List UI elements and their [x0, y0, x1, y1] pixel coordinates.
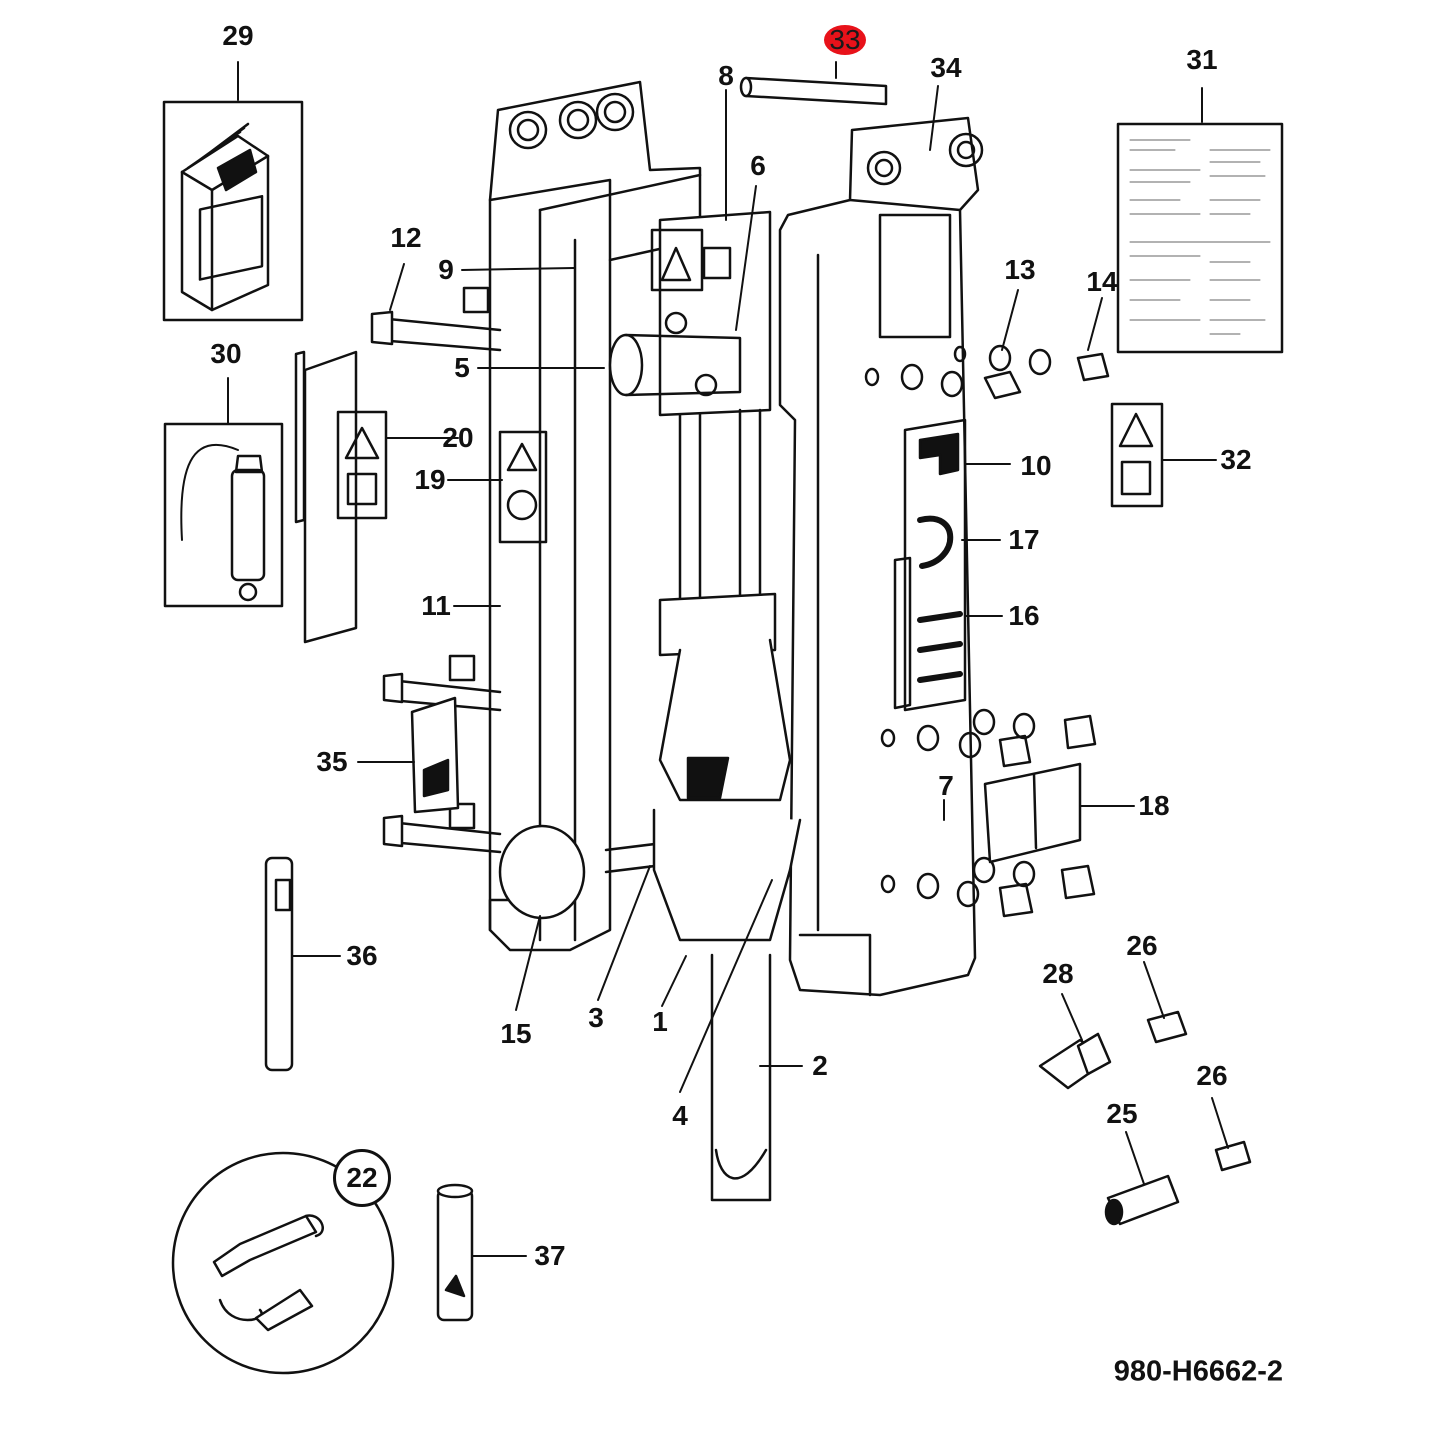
- callout-34: 34: [930, 52, 962, 83]
- callout-5: 5: [454, 352, 470, 383]
- callout-2: 2: [812, 1050, 828, 1081]
- cylinder-assembly: [608, 210, 792, 802]
- callout-37: 37: [534, 1240, 566, 1271]
- callout-15: 15: [500, 1018, 532, 1049]
- callout-32: 32: [1220, 444, 1252, 475]
- callout-30: 30: [210, 338, 242, 369]
- callout-8: 8: [718, 60, 734, 91]
- callout-26-lower: 26: [1196, 1060, 1228, 1091]
- callout-1: 1: [652, 1006, 668, 1037]
- leader-lines: [227, 61, 1229, 1257]
- callout-9: 9: [438, 254, 454, 285]
- callout-28: 28: [1042, 958, 1074, 989]
- warning-decals: [410, 402, 1164, 864]
- callout-36: 36: [346, 940, 378, 971]
- drawing-reference-code: 980-H6662-2: [1113, 1355, 1283, 1388]
- callout-18: 18: [1138, 790, 1170, 821]
- washers-and-nuts: [864, 344, 1110, 918]
- right-side-plate: [778, 116, 984, 997]
- callout-33-highlighted[interactable]: 33: [824, 25, 866, 55]
- callout-26-upper: 26: [1126, 930, 1158, 961]
- callout-14: 14: [1086, 266, 1118, 297]
- callout-3: 3: [588, 1002, 604, 1033]
- pins-and-rods: [264, 76, 888, 1322]
- callout-29: 29: [222, 20, 254, 51]
- grease-gun-box: [163, 422, 284, 608]
- callout-20: 20: [442, 422, 474, 453]
- callout-7: 7: [938, 770, 954, 801]
- callout-17: 17: [1008, 524, 1040, 555]
- callout-11: 11: [421, 590, 451, 621]
- certificate-sheet: [1116, 122, 1284, 354]
- callout-13: 13: [1004, 254, 1036, 285]
- bolts: [370, 286, 502, 854]
- decal-sheet: [294, 350, 388, 644]
- hydraulic-fittings: [1038, 1010, 1252, 1226]
- callout-31: 31: [1186, 44, 1218, 75]
- left-side-plate: [488, 80, 702, 952]
- callout-25: 25: [1106, 1098, 1138, 1129]
- callout-19: 19: [414, 464, 446, 495]
- operator-manual-box: [162, 100, 304, 322]
- callout-12: 12: [390, 222, 422, 253]
- callout-16: 16: [1008, 600, 1040, 631]
- hose-kit-circle: [171, 1151, 395, 1375]
- callout-6: 6: [750, 150, 766, 181]
- callout-35: 35: [316, 746, 348, 777]
- callout-10: 10: [1020, 450, 1052, 481]
- callout-22: 22: [333, 1149, 391, 1207]
- callout-4: 4: [672, 1100, 688, 1131]
